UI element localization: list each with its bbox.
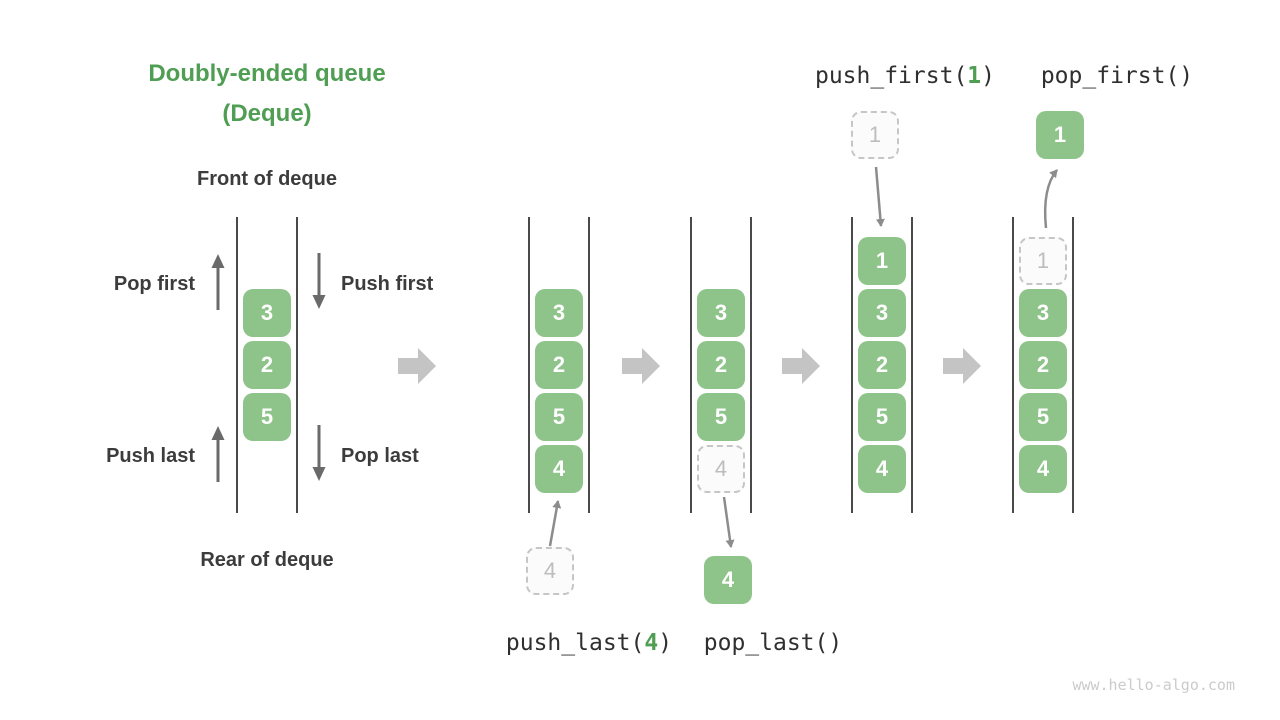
popped-item-cell: 4 xyxy=(704,556,752,604)
deque-cell: 3 xyxy=(697,289,745,337)
rear-of-deque-label: Rear of deque xyxy=(200,549,334,571)
pop-first-code-label: pop_first() xyxy=(1040,63,1194,89)
push-last-code-suffix: ) xyxy=(658,630,673,656)
push-last-code-arg: 4 xyxy=(644,630,659,656)
deque-cell: 2 xyxy=(243,341,291,389)
pushed-item-ghost-cell: 4 xyxy=(526,547,574,595)
popped-item-cell: 1 xyxy=(1036,111,1084,159)
side-arrows xyxy=(211,253,326,482)
push-first-connector-arrow-icon xyxy=(874,166,885,227)
deque-cell: 4 xyxy=(1019,445,1067,493)
deque-cell: 2 xyxy=(1019,341,1067,389)
push-first-code-suffix: ) xyxy=(981,63,996,89)
deque-cell: 3 xyxy=(1019,289,1067,337)
pushed-item-ghost-cell: 1 xyxy=(851,111,899,159)
push-last-code-label: push_last(4) xyxy=(459,629,719,657)
flow-arrow-icon xyxy=(943,348,981,384)
deque-cell-ghost: 1 xyxy=(1019,237,1067,285)
pop-last-label: Pop last xyxy=(341,445,419,467)
deque-cell: 5 xyxy=(1019,393,1067,441)
push-first-arrow-icon xyxy=(312,253,326,309)
deque-cell: 2 xyxy=(535,341,583,389)
connector-arrows xyxy=(548,166,1058,548)
flow-arrows xyxy=(398,348,981,384)
pop-first-label: Pop first xyxy=(113,273,195,295)
deque-cell: 4 xyxy=(535,445,583,493)
deque-cell: 3 xyxy=(243,289,291,337)
deque-walls xyxy=(236,217,1074,513)
front-of-deque-label: Front of deque xyxy=(197,168,337,190)
deque-cell: 1 xyxy=(858,237,906,285)
flow-arrow-icon xyxy=(398,348,436,384)
push-last-arrow-icon xyxy=(211,426,225,482)
deque-cell: 2 xyxy=(697,341,745,389)
push-first-code-prefix: push_first( xyxy=(814,63,968,89)
pop-last-arrow-icon xyxy=(312,425,326,481)
pop-last-code-label: pop_last() xyxy=(703,630,843,656)
push-last-code-prefix: push_last( xyxy=(505,630,645,656)
push-last-connector-arrow-icon xyxy=(548,500,562,547)
flow-arrow-icon xyxy=(622,348,660,384)
pop-last-connector-arrow-icon xyxy=(722,496,735,548)
flow-arrow-icon xyxy=(782,348,820,384)
deque-cell: 5 xyxy=(243,393,291,441)
deque-cell: 3 xyxy=(535,289,583,337)
deque-cell: 5 xyxy=(535,393,583,441)
deque-cell-ghost: 4 xyxy=(697,445,745,493)
push-last-label: Push last xyxy=(106,445,195,467)
push-first-code-label: push_first(1) xyxy=(775,62,1035,90)
diagram-title-line1: Doubly-ended queue xyxy=(148,60,386,87)
deque-cell: 2 xyxy=(858,341,906,389)
pop-first-arrow-icon xyxy=(211,254,225,310)
push-first-code-arg: 1 xyxy=(967,63,982,89)
push-first-label: Push first xyxy=(341,273,434,295)
diagram-title-line2: (Deque) xyxy=(222,100,312,127)
deque-cell: 5 xyxy=(697,393,745,441)
watermark: www.hello-algo.com xyxy=(1072,676,1235,694)
pop-first-connector-arrow-icon xyxy=(1043,169,1058,229)
deque-cell: 4 xyxy=(858,445,906,493)
deque-cell: 3 xyxy=(858,289,906,337)
deque-cell: 5 xyxy=(858,393,906,441)
